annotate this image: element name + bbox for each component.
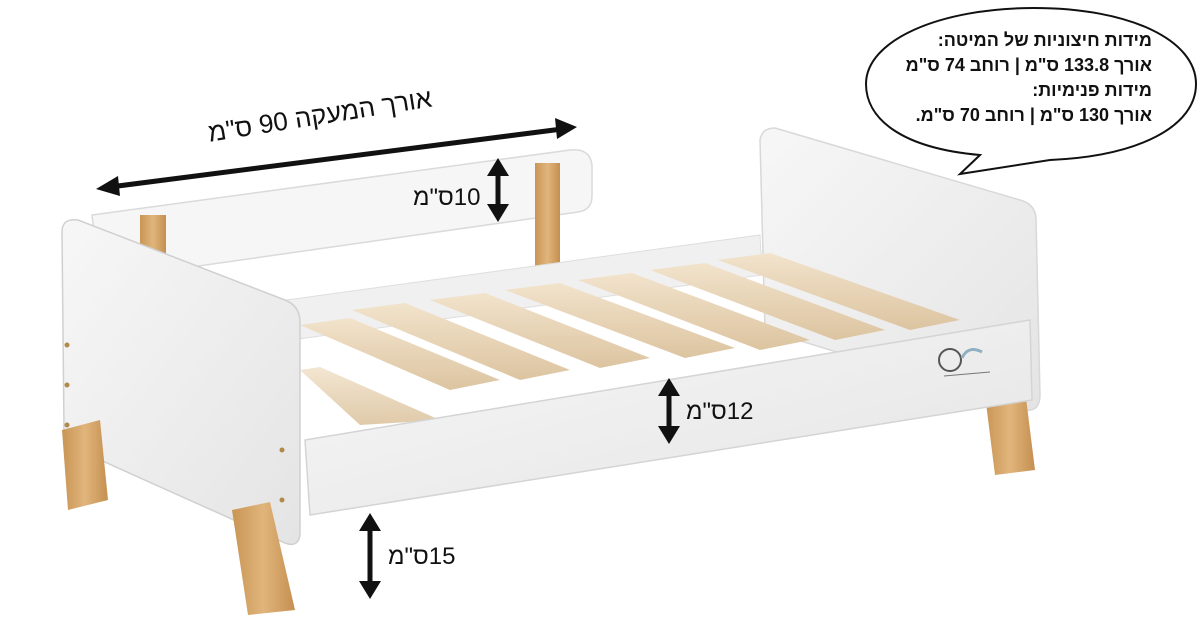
rail-height-label: 10ס"מ [413, 184, 481, 211]
inner-dimensions-heading: מידות פנימיות: [1032, 80, 1152, 100]
brand-logo [938, 348, 991, 377]
rail-height-arrow [487, 158, 509, 222]
dimensions-bubble-text: מידות חיצוניות של המיטה: אורך 133.8 ס"מ … [868, 28, 1152, 128]
outer-dimensions-heading: מידות חיצוניות של המיטה: [937, 30, 1152, 50]
leg-height-arrow [359, 513, 381, 599]
outer-dimensions-values: אורך 133.8 ס"מ | רוחב 74 ס"מ [905, 55, 1152, 75]
side-height-arrow [658, 378, 680, 444]
guard-rail [91, 149, 593, 281]
leg-height-label: 15ס"מ [388, 543, 456, 570]
slats [300, 253, 960, 425]
inner-dimensions-values: אורך 130 ס"מ | רוחב 70 ס"מ. [915, 105, 1152, 125]
leg-back-right [985, 390, 1035, 475]
leg-front-left [62, 420, 108, 510]
dimensions-bubble-shape [864, 6, 1198, 176]
side-height-label: 12ס"מ [686, 398, 754, 425]
leg-front-right [232, 502, 295, 615]
bed-length-arrow [96, 118, 577, 196]
